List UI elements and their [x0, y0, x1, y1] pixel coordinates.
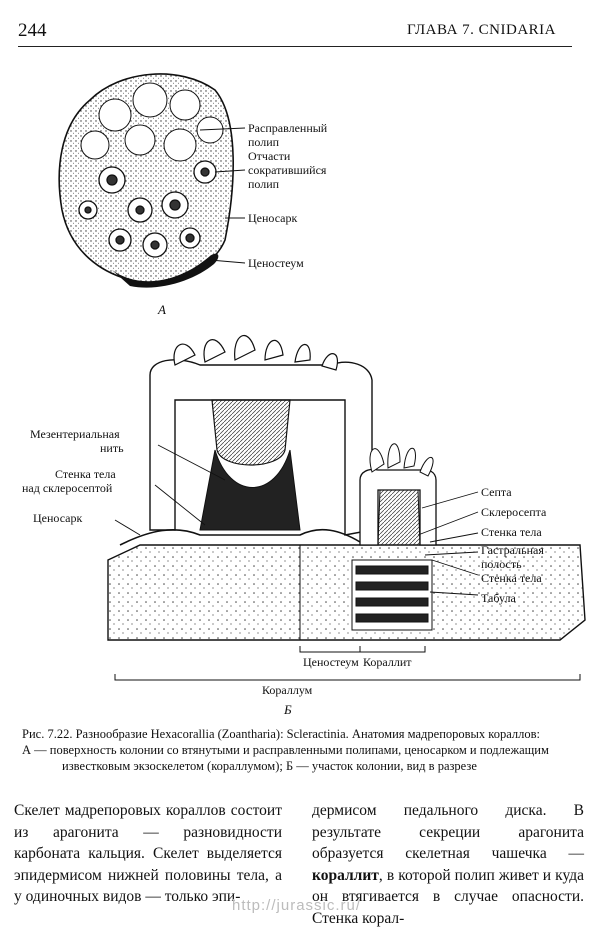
label-coenosteum-b: Ценостеум [303, 655, 359, 669]
skeleton-block [107, 544, 586, 641]
label-body-wall-1: Стенка тела [481, 525, 542, 539]
label-partly-contracted-3: полип [248, 177, 280, 191]
page-number: 244 [18, 20, 47, 41]
figure-b: Мезентериальная нить Стенка тела над скл… [22, 335, 586, 717]
figure-b-leaders [114, 444, 479, 596]
label-sclerosepta: Склеросепта [481, 505, 547, 519]
header-rule [18, 46, 572, 47]
label-mesenterial: Мезентериальная [30, 427, 120, 441]
label-body-wall-2: Стенка тела [481, 571, 542, 585]
label-corallite: Кораллит [363, 655, 412, 669]
label-coenosteum-a: Ценостеум [248, 256, 304, 270]
body-column-right: дермисом педального диска. В результате … [312, 800, 584, 929]
big-polyp-wall [149, 359, 373, 536]
caption-rest: А — поверхность колонии со втянутыми и р… [22, 743, 549, 773]
label-body-wall-sclero: Стенка тела [55, 467, 116, 481]
corallite-tabulae [351, 559, 433, 631]
big-polyp-pharynx [199, 449, 301, 531]
small-polyp-septa [377, 489, 421, 546]
figure-a: Расправленный полип Отчасти сократившийс… [58, 73, 328, 317]
label-corallum: Кораллум [262, 683, 313, 697]
label-gastral-2: полость [481, 557, 522, 571]
panel-letter-b: Б [283, 702, 292, 717]
label-partly-contracted: Отчасти [248, 149, 291, 163]
label-septum: Септа [481, 485, 512, 499]
big-polyp-tentacles [173, 335, 338, 371]
figure-caption: Рис. 7.22. Разнообразие Hexacorallia (Zo… [22, 726, 584, 774]
right-paragraph-a: дермисом педального диска. В результате … [312, 802, 588, 862]
right-paragraph-b: , в которой полип живет и куда он втягив… [312, 866, 588, 927]
figure-a-leaders [199, 127, 246, 264]
watermark: http://jurassic.ru/ [232, 897, 362, 914]
caption-first-line: Рис. 7.22. Разнообразие Hexacorallia (Zo… [22, 727, 540, 741]
polyp-cups [78, 160, 217, 258]
label-expanded-polyp-2: полип [248, 135, 280, 149]
label-body-wall-sclero-2: над склеросептой [22, 481, 113, 495]
label-coenosarc-b: Ценосарк [33, 511, 83, 525]
label-partly-contracted-2: сократившийся [248, 163, 327, 177]
small-polyp-tentacles [369, 443, 434, 477]
page-header: 244 ГЛАВА 7. CNIDARIA [0, 18, 600, 47]
left-paragraph: Скелет мадрепоровых кораллов состоит из … [14, 802, 286, 905]
label-tabula: Табула [481, 591, 516, 605]
big-polyp-mouth [211, 399, 291, 466]
body-column-left: Скелет мадрепоровых кораллов состоит из … [14, 800, 282, 908]
chapter-title: ГЛАВА 7. CNIDARIA [406, 22, 556, 38]
coenosarc-fold [119, 528, 361, 546]
coenosteum-edge [112, 253, 219, 288]
label-gastral: Гастральная [481, 543, 544, 557]
term-corallite: кораллит [312, 866, 379, 884]
panel-letter-a: А [157, 302, 166, 317]
label-expanded-polyp: Расправленный [248, 121, 328, 135]
extended-polyps [80, 82, 224, 162]
label-mesenterial-2: нить [100, 441, 124, 455]
bottom-braces [114, 646, 581, 681]
label-coenosarc-a: Ценосарк [248, 211, 298, 225]
